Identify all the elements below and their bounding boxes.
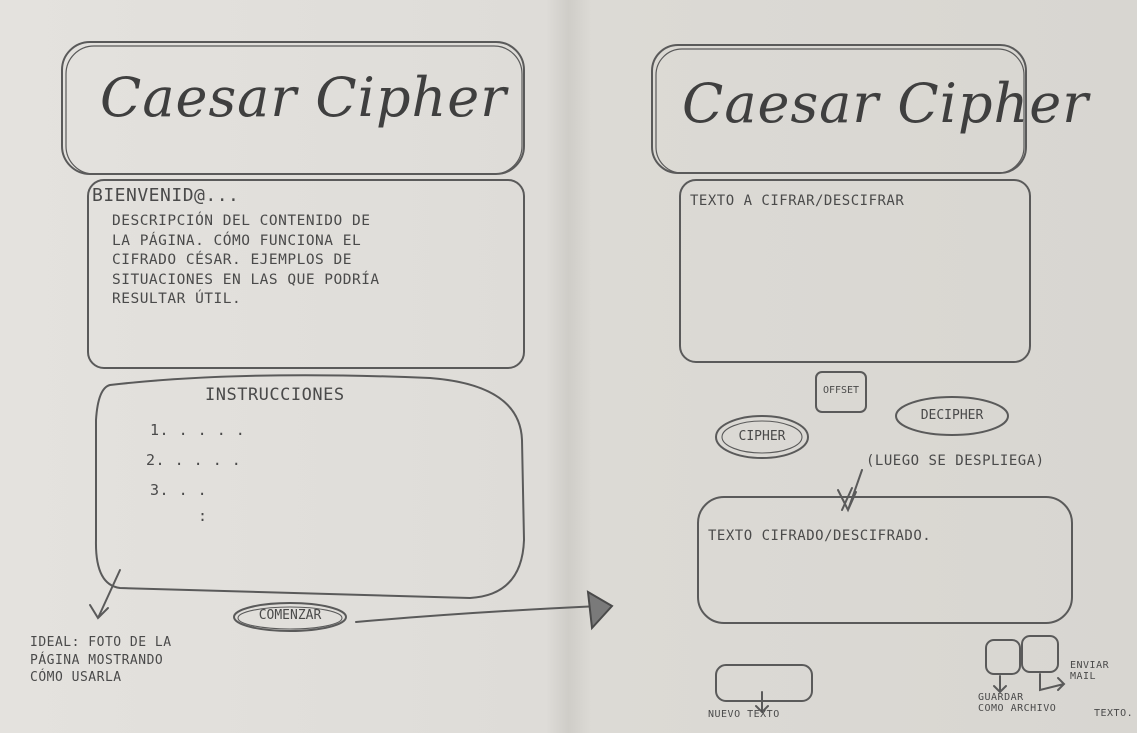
- left-title: Caesar Cipher: [100, 66, 508, 129]
- save-label-tail: texto.: [1094, 708, 1134, 719]
- welcome-heading: Bienvenid@...: [92, 185, 240, 206]
- input-box: [679, 179, 1031, 363]
- instructions-box: [94, 374, 526, 600]
- start-button[interactable]: Comenzar: [258, 608, 322, 623]
- save-file-button[interactable]: [986, 640, 1020, 674]
- decipher-button-shape: [895, 396, 1009, 436]
- welcome-body: Descripción del contenido de la página. …: [112, 213, 380, 308]
- save-box: [985, 639, 1021, 675]
- cipher-button-shape: [715, 415, 809, 459]
- instructions-heading: Instrucciones: [205, 385, 345, 405]
- cipher-button[interactable]: Cipher: [738, 429, 786, 444]
- right-title: Caesar Cipher: [682, 72, 1090, 135]
- reveal-note: (luego se despliega): [866, 453, 1045, 469]
- instructions-item: 1. . . . .: [150, 421, 246, 439]
- start-button-shape: [233, 602, 347, 632]
- instructions-item: :: [198, 507, 208, 525]
- offset-box: [815, 371, 867, 413]
- instructions-item: 3. . .: [150, 481, 208, 499]
- offset-input[interactable]: offset: [822, 385, 860, 396]
- welcome-box: [87, 179, 525, 369]
- send-box: [1021, 635, 1059, 673]
- new-text-box: [715, 664, 813, 702]
- send-mail-button[interactable]: [1022, 636, 1058, 672]
- new-text-label: Nuevo texto: [708, 709, 780, 720]
- save-label: Guardar como archivo: [978, 692, 1057, 714]
- sketch-note: Ideal: foto de la página mostrando cómo …: [30, 635, 172, 686]
- output-box: [697, 496, 1073, 624]
- instructions-item: 2. . . . .: [146, 451, 242, 469]
- send-label: Enviar mail: [1070, 660, 1110, 682]
- input-textarea[interactable]: Texto a cifrar/descifrar: [690, 193, 905, 209]
- output-textarea[interactable]: Texto cifrado/descifrado.: [708, 528, 932, 544]
- flow-arrow: [355, 605, 601, 623]
- new-text-button[interactable]: [716, 665, 812, 701]
- decipher-button[interactable]: Decipher: [920, 408, 984, 423]
